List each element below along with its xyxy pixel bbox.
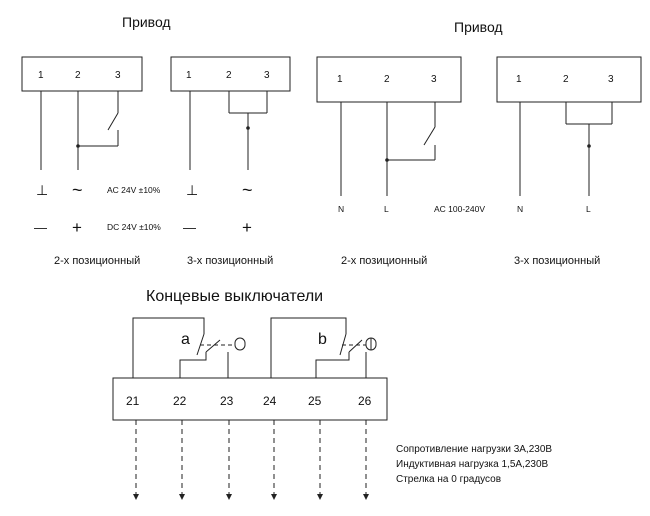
caption-three-pos-left: 3-х позиционный xyxy=(187,255,273,267)
box4-terminal-3: 3 xyxy=(608,74,614,85)
tilde-symbol-1: ~ xyxy=(72,180,83,200)
box4-terminal-2: 2 xyxy=(563,74,569,85)
switch-b-label: b xyxy=(318,331,327,348)
box1-terminal-2: 2 xyxy=(75,70,81,81)
supply-ac24: AC 24V ±10% xyxy=(107,185,161,195)
tilde-symbol-2: ~ xyxy=(242,180,253,200)
switch-a-label: a xyxy=(181,331,190,348)
box3-terminal-1: 1 xyxy=(337,74,343,85)
box1-terminal-3: 3 xyxy=(115,70,121,81)
limit-pin-23: 23 xyxy=(220,394,234,408)
plus-symbol-2: + xyxy=(242,218,252,237)
box2-terminal-2: 2 xyxy=(226,70,232,81)
plus-symbol-1: + xyxy=(72,218,82,237)
caption-two-pos-left: 2-х позиционный xyxy=(54,255,140,267)
drive-box-1: 1 2 3 xyxy=(21,56,143,170)
lead-arrows xyxy=(133,494,369,500)
note-resistive-load: Сопротивление нагрузки 3А,230В xyxy=(396,444,552,455)
supply-dc24: DC 24V ±10% xyxy=(107,222,161,232)
caption-three-pos-right: 3-х позиционный xyxy=(514,255,600,267)
minus-symbol-1: — xyxy=(34,220,47,235)
box1-terminal-1: 1 xyxy=(38,70,44,81)
limit-switch-block: a b 21 22 23 24 25 26 xyxy=(112,317,388,500)
note-arrow-zero: Стрелка на 0 градусов xyxy=(396,474,501,485)
limit-pin-25: 25 xyxy=(308,394,322,408)
box2-terminal-1: 1 xyxy=(186,70,192,81)
label-n-1: N xyxy=(338,204,344,214)
box3-terminal-2: 2 xyxy=(384,74,390,85)
title-drive-right: Привод xyxy=(454,19,503,35)
drive-box-2: 1 2 3 xyxy=(170,56,291,170)
title-drive-left: Привод xyxy=(122,14,171,30)
label-l-1: L xyxy=(384,204,389,214)
supply-ac-high: AC 100-240V xyxy=(434,204,485,214)
box4-terminal-1: 1 xyxy=(516,74,522,85)
ground-symbol-1: ⊥ xyxy=(36,182,48,198)
note-inductive-load: Индуктивная нагрузка 1,5А,230В xyxy=(396,459,549,470)
limit-pin-26: 26 xyxy=(358,394,372,408)
box3-terminal-3: 3 xyxy=(431,74,437,85)
box2-terminal-3: 3 xyxy=(264,70,270,81)
limit-pin-24: 24 xyxy=(263,394,277,408)
drive-box-3: 1 2 3 xyxy=(316,56,462,196)
caption-two-pos-right: 2-х позиционный xyxy=(341,255,427,267)
label-l-2: L xyxy=(586,204,591,214)
ground-symbol-2: ⊥ xyxy=(186,182,198,198)
limit-pin-22: 22 xyxy=(173,394,187,408)
drive-box-4: 1 2 3 xyxy=(496,56,642,196)
output-leads xyxy=(135,420,367,496)
minus-symbol-2: — xyxy=(183,220,196,235)
limit-pin-21: 21 xyxy=(126,394,140,408)
label-n-2: N xyxy=(517,204,523,214)
title-limit-switches: Концевые выключатели xyxy=(146,288,323,305)
